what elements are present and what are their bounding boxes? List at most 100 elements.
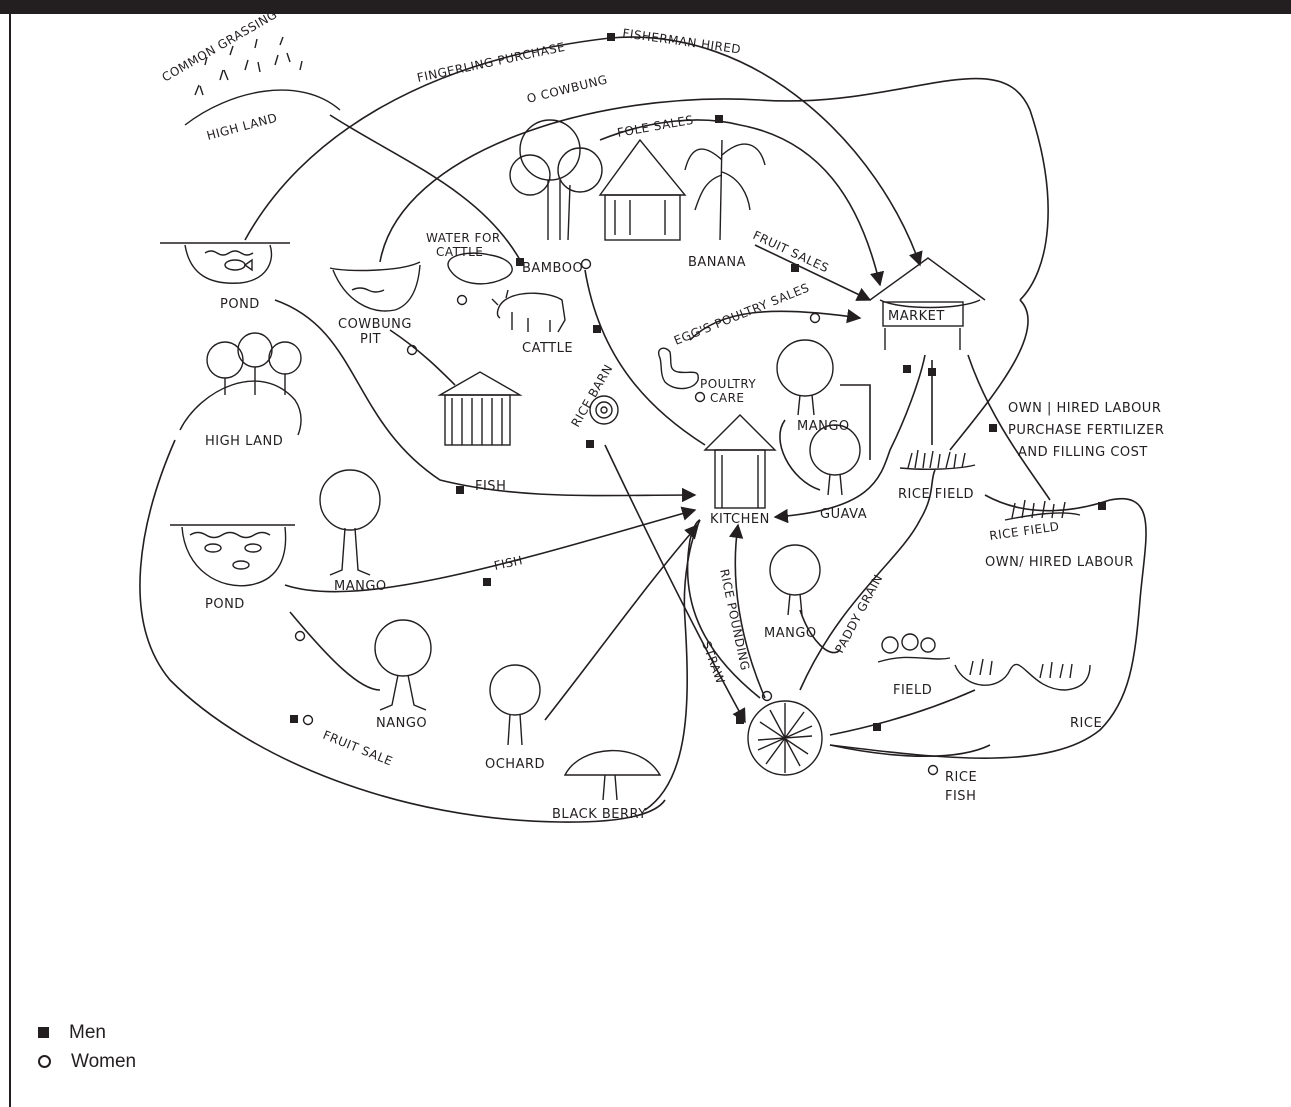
label-bamboo: BAMBOO: [522, 261, 583, 276]
label-fruit-sale: FRUIT SALE: [321, 728, 395, 769]
open-circle-icon: [38, 1055, 51, 1068]
label-rice-pounding: RICE POUNDING: [717, 568, 752, 672]
men-marker: [791, 264, 799, 272]
men-marker: [483, 578, 491, 586]
label-own-hired-labour-top-2: PURCHASE FERTILIZER: [1008, 423, 1164, 438]
left-border-rule: [9, 14, 11, 1107]
label-pond-top: POND: [220, 297, 260, 312]
diagram-labels: COMMON GRASSING HIGH LAND FINGERLING PUR…: [160, 7, 1164, 822]
market-hut-icon: [869, 257, 986, 350]
label-fish-lower: FISH: [493, 553, 524, 573]
flow-lines: [139, 36, 1147, 823]
high-land-trees-icon: [179, 332, 302, 436]
label-fish-upper: FISH: [475, 479, 506, 494]
flow-egg-sales: [689, 309, 862, 341]
flow-bamboo-kitchen: [584, 269, 706, 446]
cowbung-pit-icon: [329, 261, 421, 312]
label-own-hired-labour-top-3: AND FILLING COST: [1018, 445, 1148, 460]
men-marker: [873, 723, 881, 731]
mango-tree-market-icon: [776, 339, 834, 416]
label-fisherman-hired: FISHERMAN HIRED: [622, 26, 742, 57]
mango-tree-left-icon: [319, 469, 381, 576]
threshing-floor-icon: [747, 700, 823, 776]
women-marker: [456, 294, 468, 306]
women-marker: [406, 344, 418, 356]
label-cowbung-top: O COWBUNG: [525, 72, 609, 106]
rice-barn-icon: [589, 395, 619, 425]
flow-cowbung: [379, 77, 1049, 301]
label-cowbung-pit-2: PIT: [360, 332, 381, 347]
label-high-land-top: HIGH LAND: [205, 111, 279, 143]
label-ochard: OCHARD: [485, 757, 545, 772]
mango-center-tree-icon: [769, 544, 821, 616]
label-pond-lower: POND: [205, 597, 245, 612]
label-poultry-care-2: CARE: [710, 391, 745, 405]
men-marker: [715, 115, 723, 123]
label-mango-left: MANGO: [334, 579, 387, 594]
men-marker: [290, 715, 298, 723]
cattle-icon: [491, 289, 566, 333]
label-own-hired-labour-lower: OWN/ HIRED LABOUR: [985, 555, 1134, 570]
flow-ochard-kitchen: [544, 523, 699, 721]
flow-ricefield-outer: [829, 494, 1147, 759]
label-rice-field-lower: RICE FIELD: [988, 519, 1060, 543]
flow-rice-pounding: [729, 523, 766, 699]
legend-men-row: Men: [38, 1018, 136, 1047]
kitchen-hut-icon: [703, 414, 777, 509]
label-rice-field-right: RICE FIELD: [898, 487, 974, 502]
men-marker: [586, 440, 594, 448]
label-paddy-grain: PADDY GRAIN: [832, 572, 885, 655]
flow-mango-center: [799, 609, 841, 654]
women-marker: [694, 391, 706, 403]
label-cattle: CATTLE: [522, 341, 573, 356]
label-black-berry: BLACK BERRY: [552, 807, 647, 822]
label-poultry-care-1: POULTRY: [700, 377, 756, 391]
field-icon: [877, 633, 1091, 691]
flow-pond2-fish: [284, 506, 697, 593]
label-mango-center: MANGO: [764, 626, 817, 641]
women-marker: [302, 714, 314, 726]
women-marker: [761, 690, 773, 702]
label-field: FIELD: [893, 683, 932, 698]
label-kitchen: KITCHEN: [710, 512, 770, 527]
high-land-grass-icon: [184, 36, 341, 126]
flow-fole-sales: [599, 119, 885, 287]
label-rice-fish-2: FISH: [945, 789, 976, 804]
rice-field-icon: [899, 449, 1081, 521]
label-rice: RICE: [1070, 716, 1102, 731]
label-common-grassing: COMMON GRASSING: [160, 7, 280, 84]
label-own-hired-labour-top-1: OWN | HIRED LABOUR: [1008, 401, 1161, 416]
flow-labour: [967, 354, 1051, 501]
water-for-cattle-icon: [447, 252, 513, 285]
label-high-land-mid: HIGH LAND: [205, 434, 283, 449]
ochard-tree-icon: [489, 664, 541, 746]
filled-square-icon: [38, 1027, 49, 1038]
resource-flow-diagram: COMMON GRASSING HIGH LAND FINGERLING PUR…: [139, 7, 1164, 823]
duck-icon: [658, 347, 699, 390]
men-marker: [456, 486, 464, 494]
legend-women-row: Women: [38, 1047, 136, 1076]
women-marker: [809, 312, 821, 324]
men-marker: [989, 424, 997, 432]
women-marker: [294, 630, 306, 642]
women-marker: [927, 764, 939, 776]
pond-lower-icon: [170, 524, 295, 587]
label-nango: NANGO: [376, 716, 427, 731]
flow-ricefield-market: [949, 299, 1029, 451]
pond-top-icon: [160, 242, 290, 284]
flow-mango-market: [840, 384, 871, 460]
men-marker: [903, 365, 911, 373]
label-water-for-cattle-1: WATER FOR: [426, 231, 501, 245]
black-berry-tree-icon: [563, 749, 662, 801]
flow-pond-fish: [274, 299, 697, 503]
label-rice-fish-1: RICE: [945, 770, 977, 785]
top-border-bar: [0, 0, 1291, 14]
house-top-icon: [598, 138, 687, 241]
shed-icon: [437, 371, 523, 446]
flow-pond-nango: [289, 611, 381, 691]
flow-market-guava: [773, 354, 926, 524]
label-banana: BANANA: [688, 255, 746, 270]
men-marker: [607, 33, 615, 41]
label-cowbung-pit-1: COWBUNG: [338, 317, 412, 332]
legend-women-label: Women: [71, 1050, 137, 1072]
